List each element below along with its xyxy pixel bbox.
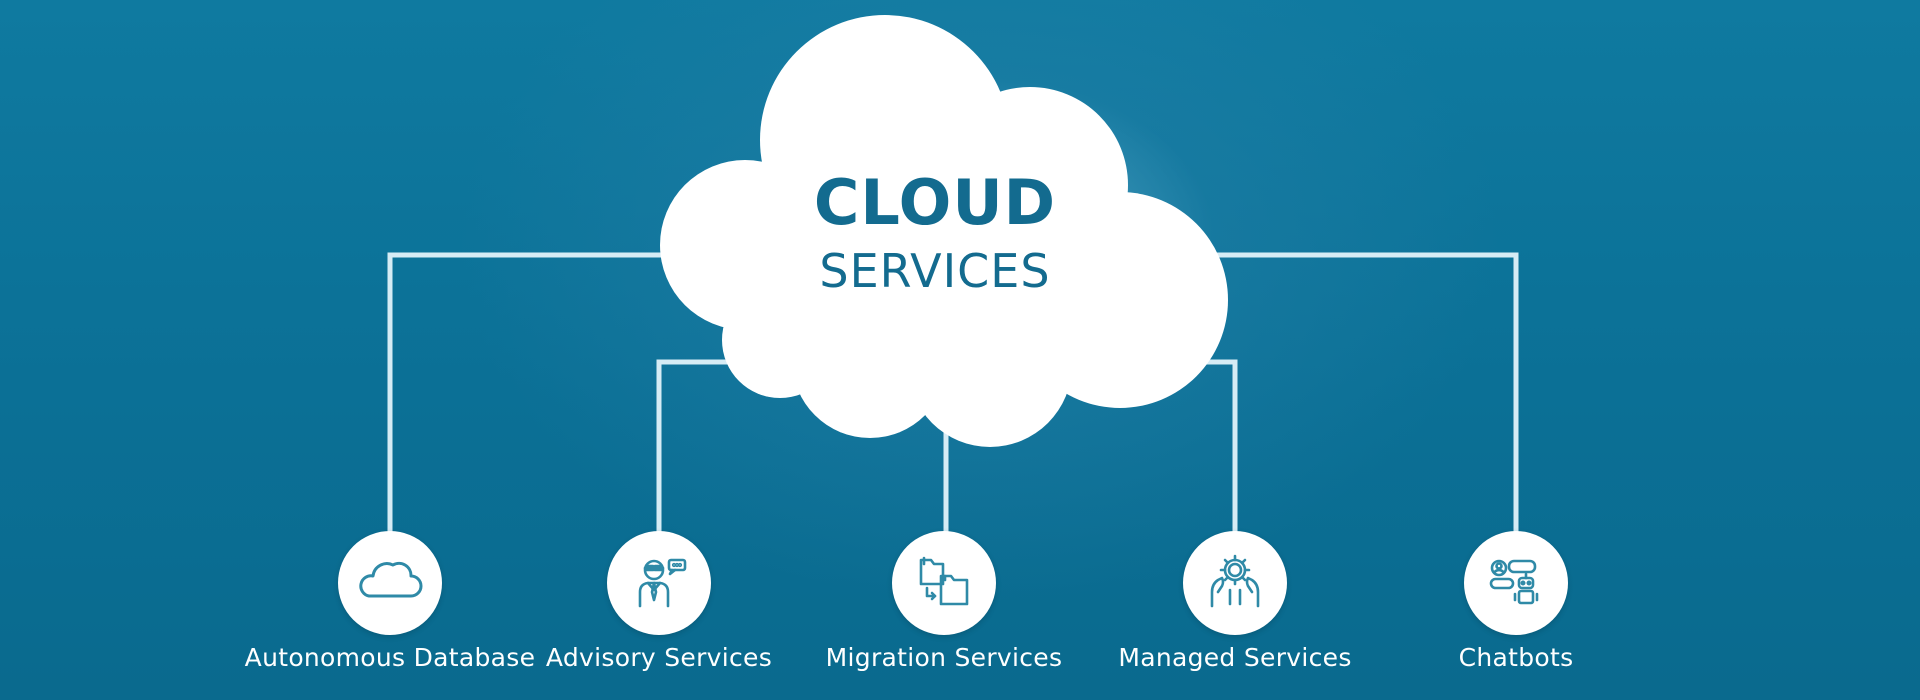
chatbot-icon xyxy=(1481,546,1551,620)
cloud-icon xyxy=(355,546,425,620)
connector-autonomous-database xyxy=(387,252,700,540)
cloud-title: CLOUD xyxy=(813,166,1057,239)
connector-chatbots xyxy=(1200,252,1519,540)
node-migration-services xyxy=(892,531,996,635)
label-autonomous-database: Autonomous Database xyxy=(244,643,536,672)
folders-migrate-icon xyxy=(909,546,979,620)
gear-hands-icon xyxy=(1200,546,1270,620)
label-migration-services: Migration Services xyxy=(825,643,1063,672)
node-chatbots xyxy=(1464,531,1568,635)
services-subtitle: SERVICES xyxy=(819,244,1051,298)
node-managed-services xyxy=(1183,531,1287,635)
advisor-icon xyxy=(624,546,694,620)
node-advisory-services xyxy=(607,531,711,635)
label-managed-services: Managed Services xyxy=(1118,643,1352,672)
label-chatbots: Chatbots xyxy=(1458,643,1574,672)
connector-advisory-services xyxy=(656,359,760,540)
node-autonomous-database xyxy=(338,531,442,635)
label-advisory-services: Advisory Services xyxy=(545,643,773,672)
